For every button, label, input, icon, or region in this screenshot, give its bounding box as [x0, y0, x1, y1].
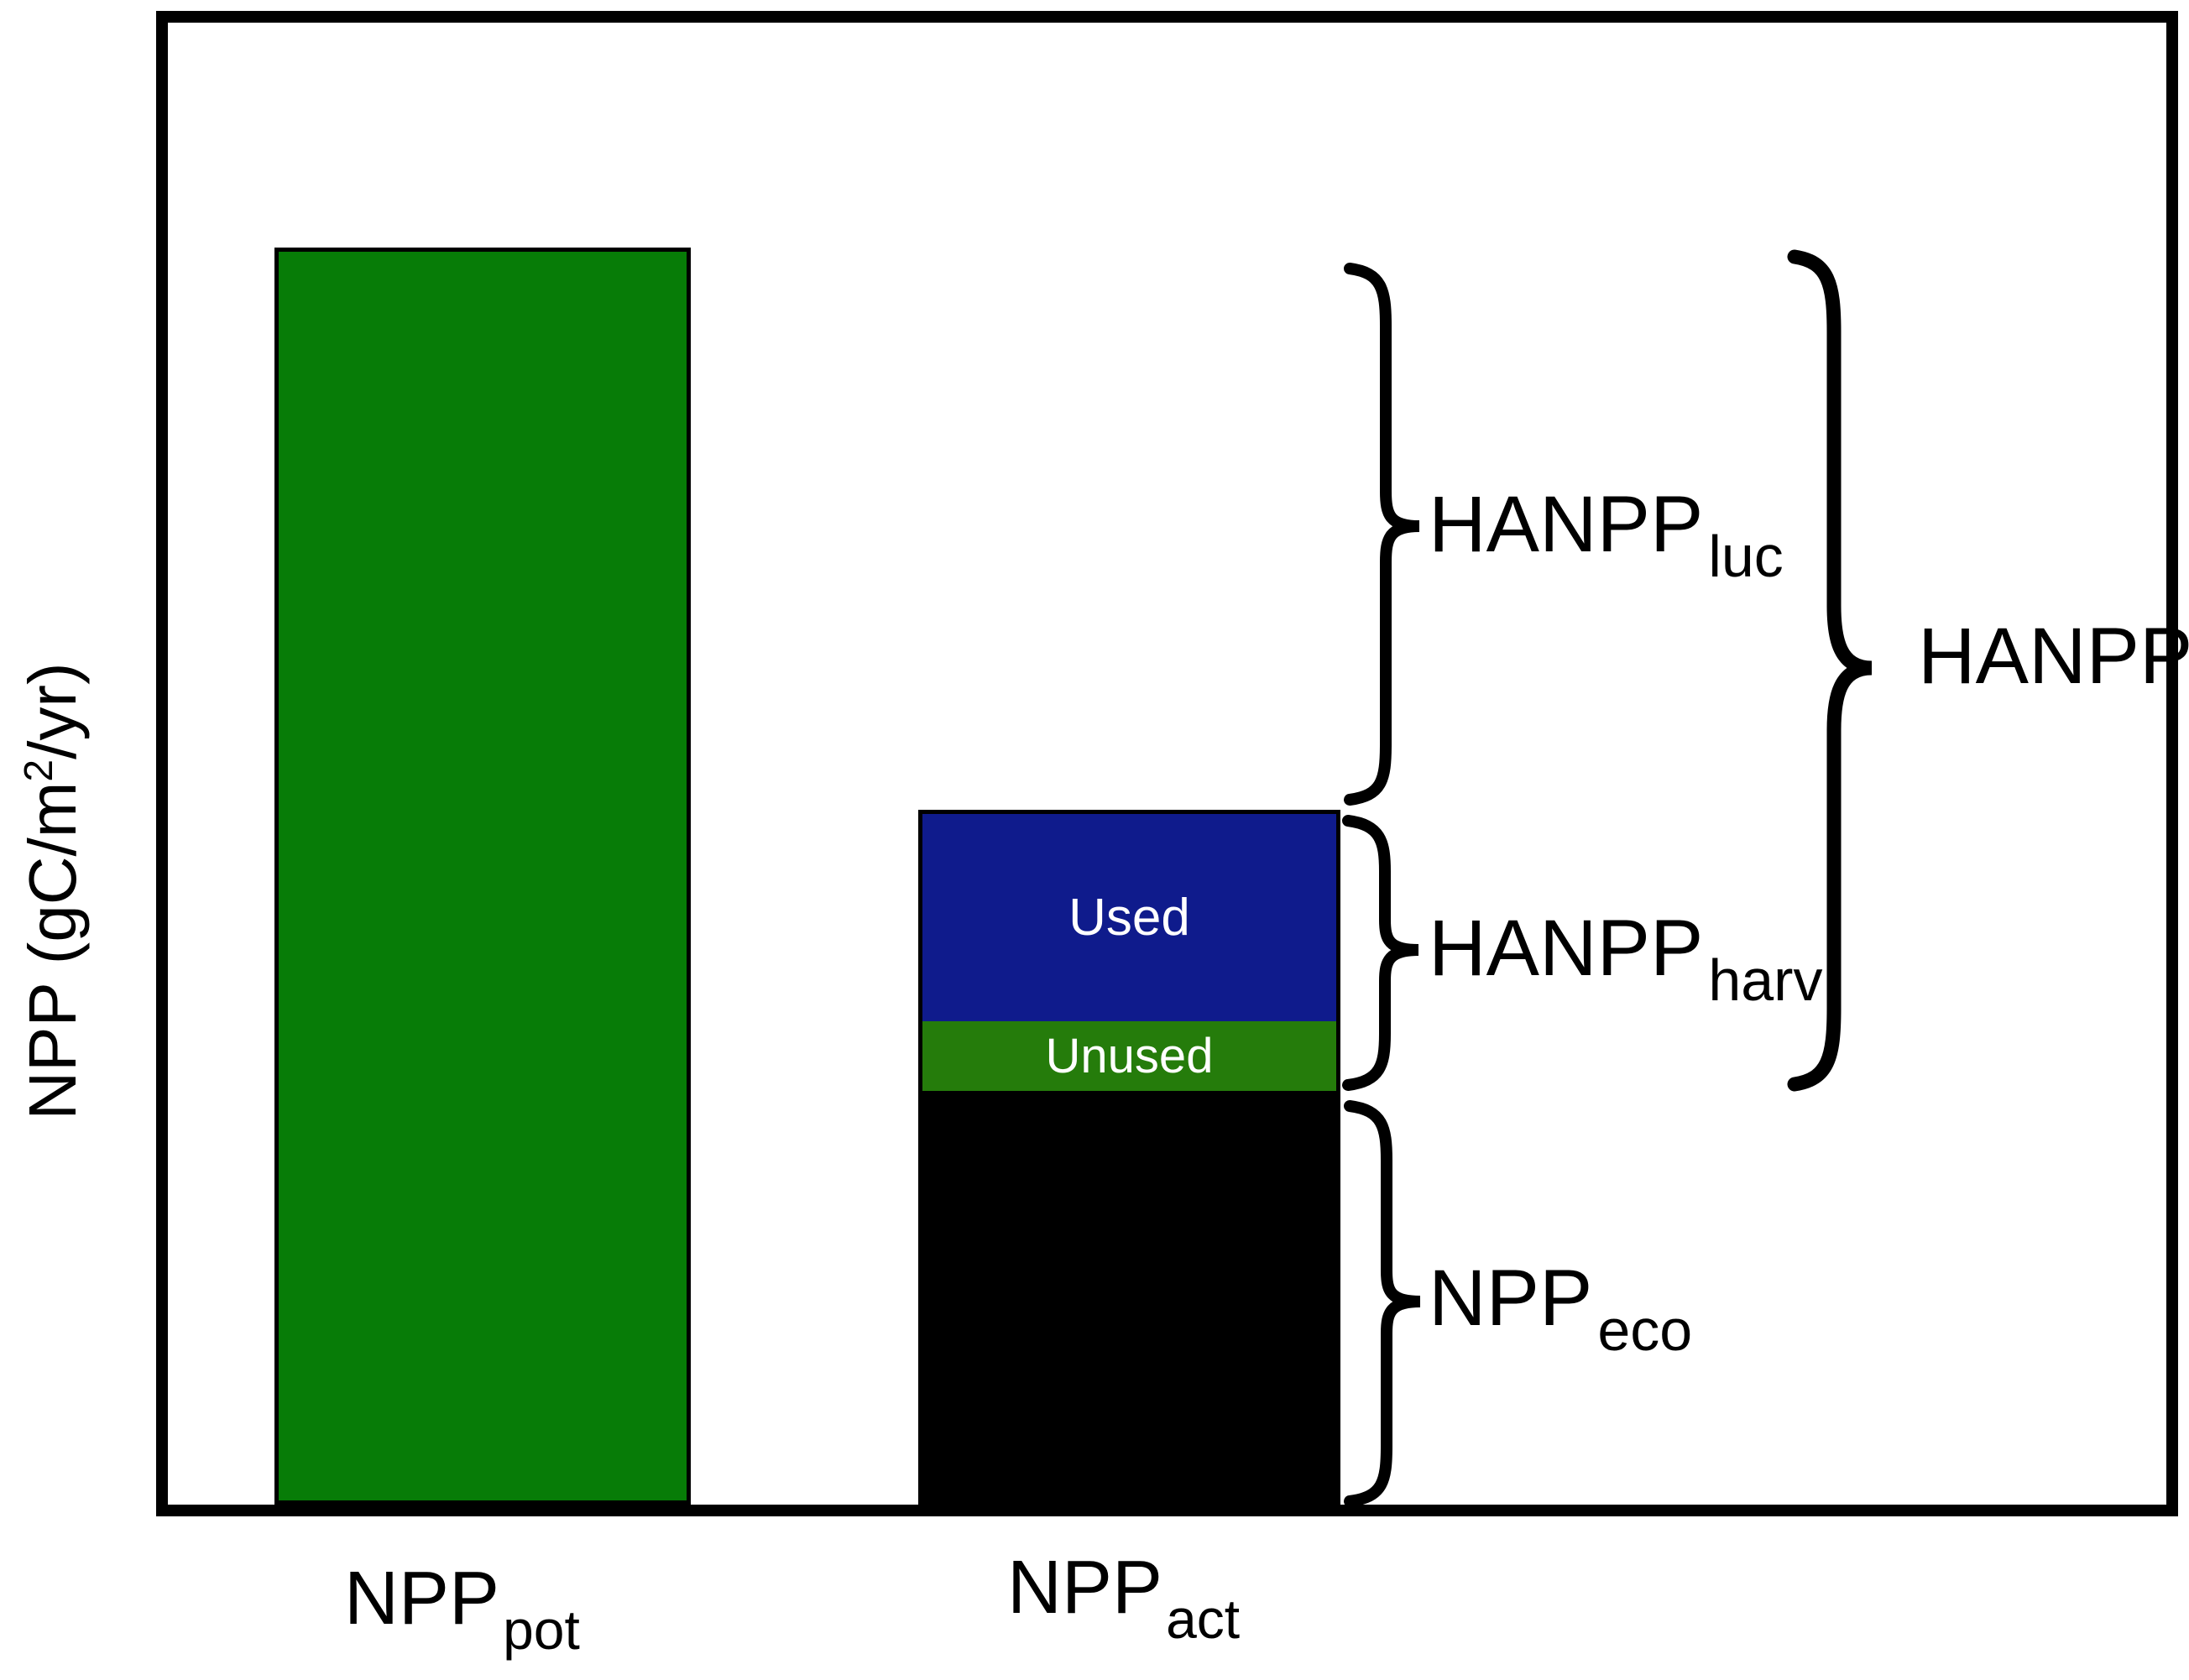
- x-label-npp-pot-sub: pot: [503, 1599, 580, 1661]
- hanpp-luc-label: HANPPluc: [1429, 485, 1784, 590]
- hanpp-harv-label: HANPPharv: [1429, 909, 1822, 1014]
- npp-eco-label-main: NPP: [1429, 1254, 1593, 1343]
- npp-eco-label-sub: eco: [1597, 1297, 1693, 1363]
- x-label-npp-act-main: NPP: [1007, 1546, 1163, 1630]
- segment-unused: Unused: [922, 1021, 1336, 1091]
- bar-npp-act: Used Unused: [918, 810, 1340, 1505]
- segment-npp-eco: [922, 1091, 1336, 1505]
- x-label-npp-act-sub: act: [1166, 1588, 1241, 1650]
- bar-npp-pot: [274, 248, 691, 1505]
- segment-used-label: Used: [1068, 888, 1190, 947]
- x-label-npp-pot: NPPpot: [344, 1557, 580, 1662]
- hanpp-total-label-main: HANPP: [1918, 612, 2189, 701]
- y-axis-label-prefix: NPP (gC/m: [15, 781, 90, 1120]
- hanpp-luc-label-main: HANPP: [1429, 480, 1704, 569]
- y-axis-label-suffix: /yr): [15, 662, 90, 759]
- x-label-npp-act: NPPact: [1007, 1546, 1240, 1651]
- npp-eco-label: NPPeco: [1429, 1259, 1692, 1364]
- x-label-npp-pot-main: NPP: [344, 1557, 500, 1641]
- hanpp-total-label: HANPP: [1918, 617, 2189, 703]
- y-axis-label: NPP (gC/m2/yr): [11, 526, 95, 1256]
- plot-frame: [156, 11, 2178, 1516]
- y-axis-superscript: 2: [17, 759, 61, 782]
- segment-used: Used: [922, 814, 1336, 1021]
- segment-unused-label: Unused: [1045, 1028, 1214, 1083]
- hanpp-harv-label-sub: harv: [1708, 947, 1823, 1013]
- hanpp-luc-label-sub: luc: [1708, 524, 1784, 589]
- hanpp-harv-label-main: HANPP: [1429, 904, 1704, 993]
